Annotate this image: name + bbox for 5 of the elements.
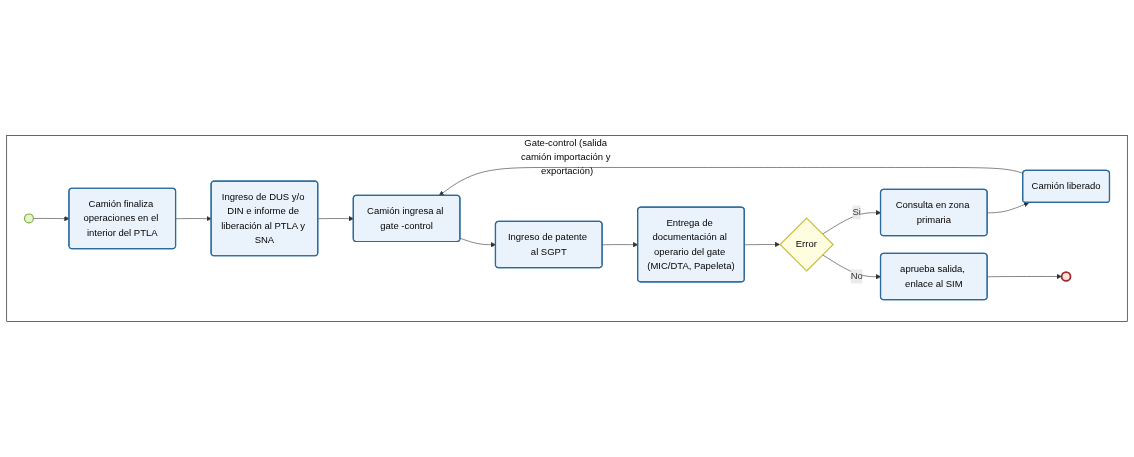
edge-label: Si (852, 207, 861, 218)
edge-label: No (850, 271, 863, 282)
node-circle (23, 213, 34, 224)
node-circle (1060, 271, 1072, 282)
node-diamond: Error (779, 217, 834, 272)
